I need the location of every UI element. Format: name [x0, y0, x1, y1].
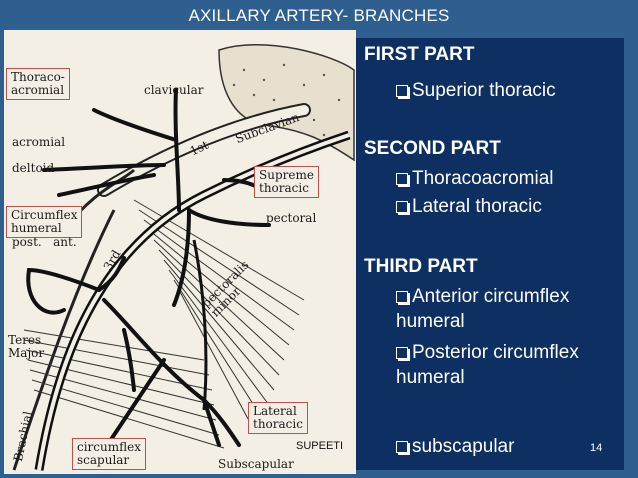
label-lateral-thoracic: Lateral thoracic	[248, 402, 308, 434]
third-part-heading: THIRD PART	[364, 256, 478, 277]
label-teres-major: Teres Major	[8, 333, 45, 360]
label-deltoid: deltoid	[12, 161, 55, 175]
checkbox-bullet-icon	[396, 201, 408, 213]
checkbox-bullet-icon	[396, 173, 408, 185]
checkbox-bullet-icon	[396, 291, 408, 303]
list-item: Superior thoracic	[396, 78, 620, 103]
second-part-heading: SECOND PART	[364, 138, 501, 159]
checkbox-bullet-icon	[396, 347, 408, 359]
footer-text: SUPEETI	[296, 440, 344, 452]
first-part-heading: FIRST PART	[364, 44, 475, 65]
branches-panel: FIRST PART Superior thoracic SECOND PART…	[356, 38, 624, 470]
slide-title: AXILLARY ARTERY- BRANCHES	[188, 6, 450, 25]
label-post-ant: post. ant.	[12, 235, 77, 249]
axillary-artery-diagram: Thoraco- acromial clavicular Subclavian …	[4, 30, 356, 474]
label-clavicular: clavicular	[144, 83, 204, 97]
list-item: Anterior circumflex humeral	[396, 286, 570, 332]
label-supreme-thoracic: Supreme thoracic	[254, 166, 319, 198]
list-item: Posterior circumflex humeral	[396, 342, 579, 388]
checkbox-bullet-icon	[396, 441, 408, 453]
page-number: 14	[590, 442, 603, 454]
label-acromial: acromial	[12, 135, 66, 149]
label-circumflex-humeral: Circumflex humeral	[6, 206, 83, 238]
label-thoraco-acromial: Thoraco- acromial	[6, 68, 70, 100]
label-circumflex-scapular: circumflex scapular	[72, 438, 146, 470]
checkbox-bullet-icon	[396, 85, 408, 97]
label-pectoral: pectoral	[266, 211, 317, 225]
list-item: Lateral thoracic	[396, 194, 620, 219]
list-item: Thoracoacromial	[396, 166, 620, 191]
label-subscapular: Subscapular	[218, 457, 294, 471]
list-item: subscapular	[396, 434, 620, 459]
